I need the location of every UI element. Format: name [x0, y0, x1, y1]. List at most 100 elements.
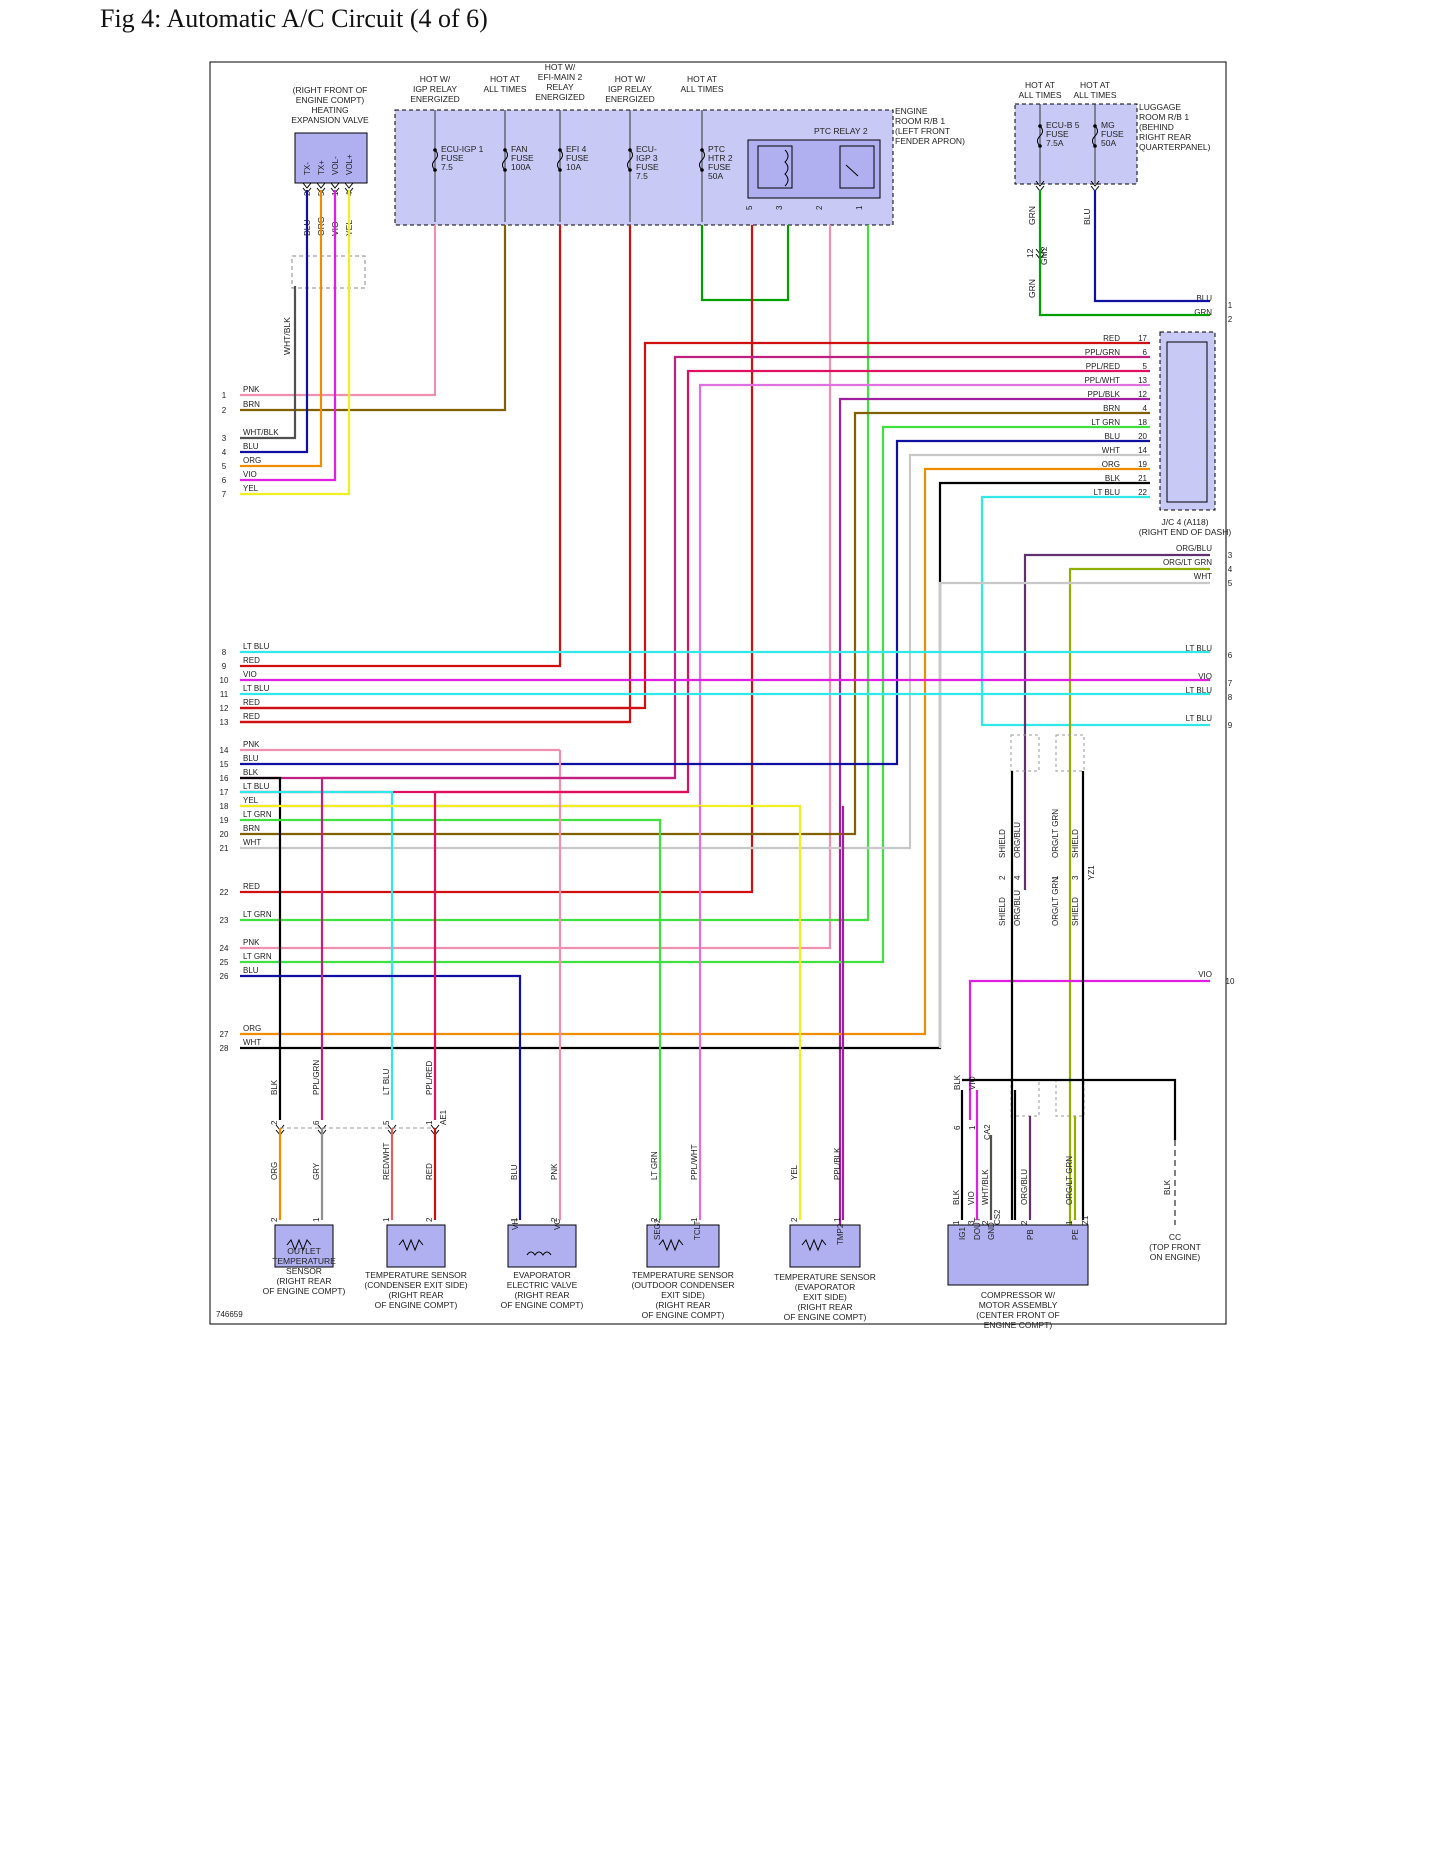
relay-pin-number: 2 — [815, 205, 824, 210]
shield-wire-label: ORG/LT GRN — [1051, 877, 1060, 926]
junction-dot — [503, 168, 507, 172]
component-pin: VH — [511, 1219, 520, 1230]
left-row-color: LT BLU — [243, 782, 270, 791]
left-row-number: 5 — [222, 462, 227, 471]
resistor-symbol — [801, 1238, 827, 1252]
left-row-number: 9 — [222, 662, 227, 671]
hot-condition-label: ALL TIMES — [1019, 90, 1062, 100]
wire-color-label: LT GRN — [650, 1151, 659, 1180]
hot-condition-label: HOT AT — [1025, 80, 1055, 90]
evaporator-electric-valve-label: ELECTRIC VALVE — [507, 1280, 578, 1290]
compressor-label: COMPRESSOR W/ — [981, 1290, 1056, 1300]
fuse-symbol — [1037, 125, 1043, 147]
connector-pin-number: 6 — [953, 1125, 962, 1130]
relay-coil-symbol — [784, 149, 789, 187]
left-row-number: 11 — [220, 690, 229, 699]
right-row-number: 5 — [1228, 579, 1233, 588]
outlet-temperature-sensor — [274, 1224, 334, 1268]
connector-pin-number: 1 — [425, 1120, 434, 1125]
left-row-number: 8 — [222, 648, 227, 657]
relay-pin-number: 1 — [855, 205, 864, 210]
evaporator-electric-valve-label: EVAPORATOR — [513, 1270, 571, 1280]
outlet-temperature-sensor-label: OUTLET — [287, 1246, 321, 1256]
fuse-label: MG — [1101, 120, 1115, 130]
left-row-number: 18 — [220, 802, 229, 811]
connector-id: CS2 — [993, 1209, 1002, 1225]
wire-color-label: WHT/BLK — [282, 317, 292, 355]
left-row-number: 13 — [220, 718, 229, 727]
left-row-number: 24 — [220, 944, 229, 953]
wire — [240, 225, 754, 894]
connector-pin-number: 2 — [1020, 1220, 1029, 1225]
hot-condition-label: IGP RELAY — [608, 84, 652, 94]
hot-condition-label: HOT AT — [1080, 80, 1110, 90]
engine-room-rb-label: ENGINE — [895, 106, 928, 116]
left-row-color: LT BLU — [243, 642, 270, 651]
shield-wire-label: ORG/BLU — [1013, 890, 1022, 926]
relay-coil-box — [757, 145, 793, 189]
fuse-label: ECU-IGP 1 — [441, 144, 484, 154]
connector-pin-number: 6 — [312, 1120, 321, 1125]
jc-pin-number: 13 — [1138, 376, 1147, 385]
fuse-label: ECU-B 5 — [1046, 120, 1080, 130]
outdoor-condenser-temperature-sensor-label: TEMPERATURE SENSOR — [632, 1270, 734, 1280]
condenser-exit-temperature-sensor-label: (CONDENSER EXIT SIDE) — [364, 1280, 467, 1290]
luggage-room-rb-label: QUARTERPANEL) — [1139, 142, 1211, 152]
shield-pin-number: 4 — [1013, 875, 1022, 880]
connector-id: AE1 — [439, 1109, 448, 1125]
fuse-label: HTR 2 — [708, 153, 733, 163]
wire-color-label: RED — [425, 1163, 434, 1180]
wire-color-label: BLU — [1082, 208, 1092, 225]
outdoor-condenser-temperature-sensor-label: OF ENGINE COMPT) — [642, 1310, 725, 1320]
relay-pin-number: 3 — [775, 205, 784, 210]
right-row-color: WHT — [1194, 572, 1212, 581]
condenser-exit-temperature-sensor — [386, 1224, 446, 1268]
right-row-color: VIO — [1198, 970, 1212, 979]
wire — [240, 974, 522, 1220]
junction-dot — [700, 148, 704, 152]
fuse-label: FUSE — [636, 162, 659, 172]
shield-symbol — [1055, 734, 1085, 772]
shield-dashed-box — [291, 255, 366, 289]
outlet-temperature-sensor-label: SENSOR — [286, 1266, 322, 1276]
left-row-number: 14 — [220, 746, 229, 755]
right-row-color: ORG/BLU — [1176, 544, 1212, 553]
right-row-number: 2 — [1228, 315, 1233, 324]
jc-wire-color: BRN — [1103, 404, 1120, 413]
left-row-color: PNK — [243, 385, 260, 394]
1.6 — [240, 776, 282, 1120]
wire — [838, 397, 1150, 1230]
jc-wire-color: PPL/GRN — [1085, 348, 1120, 357]
shield-symbol — [1010, 734, 1040, 772]
left-row-color: PNK — [243, 938, 260, 947]
junction-dot — [1038, 124, 1042, 128]
1.5 — [240, 286, 297, 440]
connector-id: GM2 — [1039, 246, 1049, 265]
wire — [240, 225, 562, 668]
wire — [240, 225, 507, 412]
fuse-label: 7.5 — [441, 162, 453, 172]
left-row-color: WHT/BLK — [243, 428, 279, 437]
left-row-number: 10 — [220, 676, 229, 685]
diagram-frame — [209, 61, 1227, 1325]
wire — [240, 225, 832, 950]
left-row-color: PNK — [243, 740, 260, 749]
component-pin: TMP2 — [836, 1223, 845, 1245]
fuse-label: FUSE — [708, 162, 731, 172]
evaporator-temperature-sensor-label: EXIT SIDE) — [803, 1292, 847, 1302]
left-row-number: 25 — [220, 958, 229, 967]
fuse-label: IGP 3 — [636, 153, 658, 163]
junction-dot — [1093, 144, 1097, 148]
jc-wire-color: PPL/BLK — [1088, 390, 1121, 399]
shield-pin-number: 2 — [998, 875, 1007, 880]
fuse-symbol — [1092, 125, 1098, 147]
relay-switch-box — [839, 145, 875, 189]
hot-condition-label: ALL TIMES — [1074, 90, 1117, 100]
left-row-number: 7 — [222, 490, 227, 499]
connector-pin-number: 1 — [968, 1125, 977, 1130]
wire-color-label: VIO — [968, 1076, 977, 1090]
wire — [240, 190, 323, 468]
wire-color-label: PPL/RED — [425, 1061, 434, 1095]
right-row-number: 9 — [1228, 721, 1233, 730]
wire-color-label: PPL/BLK — [833, 1147, 842, 1180]
